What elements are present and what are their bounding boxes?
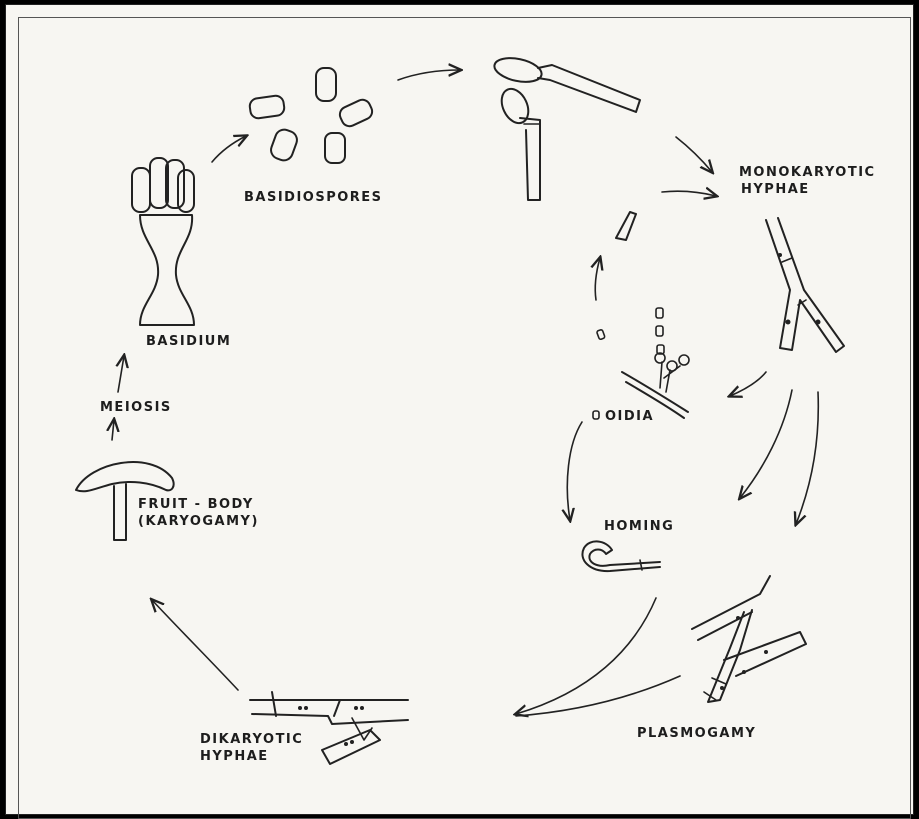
label-plasmogamy: PLASMOGAMY xyxy=(637,725,756,742)
arrow-mono-to-plasmogamy xyxy=(796,392,818,524)
oidia-illustration xyxy=(593,212,689,419)
arrow-meiosis-to-basidium xyxy=(118,356,124,392)
label-fruit-body: FRUIT - BODY (KARYOGAMY) xyxy=(138,496,259,530)
arrow-mono-to-oidia xyxy=(730,372,766,396)
label-monokaryotic-hyphae: MONOKARYOTIC HYPHAE xyxy=(739,164,876,198)
germinating-spores-illustration xyxy=(492,54,640,200)
arrow-plasmogamy-to-dikaryotic xyxy=(516,676,680,716)
label-basidium: BASIDIUM xyxy=(146,333,231,350)
label-meiosis: MEIOSIS xyxy=(100,399,172,416)
basidiospores-illustration xyxy=(249,68,375,163)
plasmogamy-illustration xyxy=(692,576,806,702)
monokaryotic-hyphae-illustration xyxy=(766,218,844,352)
arrow-oidia-to-homing xyxy=(567,422,582,520)
arrow-homing-to-dikaryotic xyxy=(516,598,656,714)
label-basidiospores: BASIDIOSPORES xyxy=(244,189,383,206)
arrow-fruit-body-to-meiosis xyxy=(112,420,114,440)
label-dikaryotic-hyphae: DIKARYOTIC HYPHAE xyxy=(200,731,303,765)
arrow-basidium-to-spores xyxy=(212,136,246,162)
basidium-illustration xyxy=(132,158,194,325)
label-homing: HOMING xyxy=(604,518,674,535)
arrow-dikaryotic-to-fruit-body xyxy=(152,600,238,690)
arrow-oidia-up xyxy=(595,258,600,300)
homing-illustration xyxy=(582,541,660,571)
label-oidia: OIDIA xyxy=(605,408,654,425)
arrow-germ-to-monokaryotic xyxy=(662,191,716,196)
arrow-spores-to-germination xyxy=(398,70,460,80)
arrow-to-monokaryotic xyxy=(676,137,712,172)
arrow-mono-to-homing xyxy=(740,390,792,498)
